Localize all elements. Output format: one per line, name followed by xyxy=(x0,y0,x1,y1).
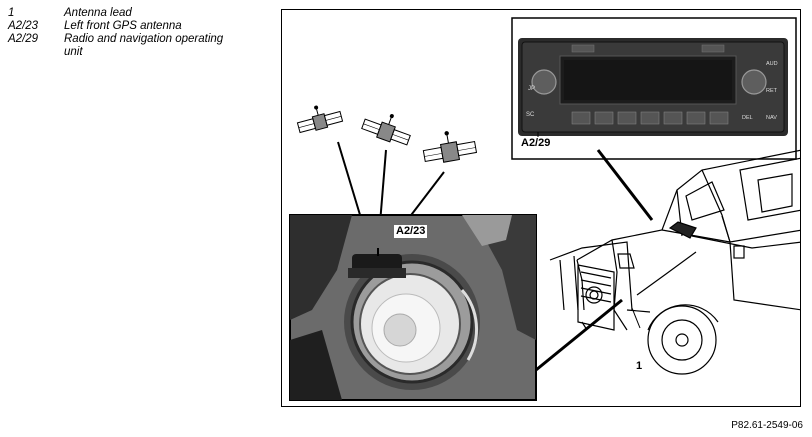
radio-unit-inset: JP SC AUD RET DEL NAV xyxy=(511,17,797,160)
radio-button-del: DEL xyxy=(742,115,753,121)
illustration-frame: JP SC AUD RET DEL NAV xyxy=(281,9,801,407)
lead-callout-tick xyxy=(631,307,641,329)
gps-satellite-icon xyxy=(296,105,344,134)
legend-code: A2/29 xyxy=(8,33,39,45)
illustration: JP SC AUD RET DEL NAV xyxy=(289,17,800,401)
headlamp-photo xyxy=(289,214,537,401)
callout-antenna-lead: 1 xyxy=(636,360,643,372)
radio-button-sc: SC xyxy=(526,112,535,118)
legend-row: A2/29 Radio and navigation operating uni… xyxy=(8,33,244,59)
antenna-lead-path xyxy=(636,251,697,296)
radio-button-ret: RET xyxy=(766,88,778,94)
legend-row: A2/23 Left front GPS antenna xyxy=(8,20,244,33)
legend: 1 Antenna lead A2/23 Left front GPS ante… xyxy=(8,7,244,59)
radio-button-aud: AUD xyxy=(766,61,778,67)
radio-button-jp: JP xyxy=(528,86,535,92)
gps-satellite-icon xyxy=(361,114,411,146)
radio-button-nav: NAV xyxy=(766,115,777,121)
headlamp-leader-line xyxy=(535,298,623,372)
callout-radio-unit: A2/29 xyxy=(519,137,553,150)
legend-code: A2/23 xyxy=(8,20,39,32)
callout-gps-antenna: A2/23 xyxy=(394,225,428,238)
legend-text: Left front GPS antenna xyxy=(64,20,182,32)
radio-leader-line xyxy=(596,149,654,221)
gps-satellite-icon xyxy=(422,131,478,163)
legend-text: Radio and navigation operating unit xyxy=(64,33,224,58)
legend-row: 1 Antenna lead xyxy=(8,7,244,20)
legend-text: Antenna lead xyxy=(64,7,132,19)
vehicle-drawing xyxy=(549,149,800,375)
figure-code: P82.61-2549-06 xyxy=(731,420,803,431)
legend-code: 1 xyxy=(8,7,15,19)
